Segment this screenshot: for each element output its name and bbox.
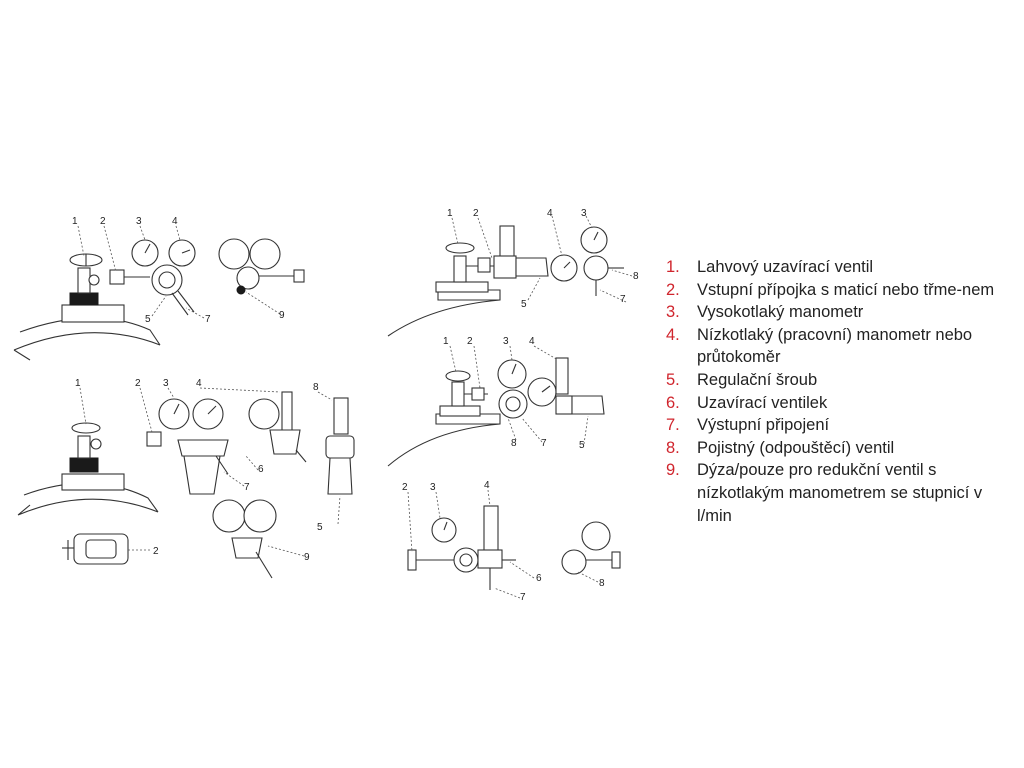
legend-item: 7. Výstupní připojení: [666, 414, 1016, 437]
legend-item: 1. Lahvový uzavírací ventil: [666, 256, 1016, 279]
callout-label: 8: [511, 438, 517, 449]
legend-item: 6. Uzavírací ventilek: [666, 392, 1016, 415]
callout-label: 5: [317, 522, 323, 533]
legend-text: Vstupní přípojka s maticí nebo třme-nem: [697, 280, 995, 299]
callout-label: 8: [599, 578, 605, 589]
callout-label: 8: [633, 271, 639, 282]
callout-label: 8: [313, 382, 319, 393]
callout-label: 3: [581, 208, 587, 219]
callout-label: 3: [430, 482, 436, 493]
legend-number: 7.: [666, 416, 680, 435]
callout-label: 2: [467, 336, 473, 347]
callout-label: 5: [521, 299, 527, 310]
figure-cylinder-regulator-c: 1 2 4 3 8 5 7: [387, 208, 639, 337]
callout-label: 6: [258, 464, 264, 475]
legend-item: 9. Dýza/pouze pro redukční ventil s nízko…: [666, 459, 1016, 527]
callout-label: 1: [443, 336, 449, 347]
callout-label: 5: [579, 440, 585, 451]
callout-label: 7: [205, 314, 211, 325]
figure-regulator-e: 2 3 4 6 7 8: [402, 480, 621, 603]
legend-item: 8. Pojistný (odpouštěcí) ventil: [666, 437, 1016, 460]
legend-number: 6.: [666, 393, 680, 412]
callout-label: 3: [503, 336, 509, 347]
legend-item: 2. Vstupní přípojka s maticí nebo třme-ne…: [666, 279, 1016, 302]
callout-label: 7: [520, 592, 526, 603]
callout-label: 2: [135, 378, 141, 389]
legend-number: 1.: [666, 258, 680, 276]
callout-label: 4: [484, 480, 490, 491]
legend-number: 4.: [666, 325, 680, 344]
callout-label: 9: [279, 310, 285, 321]
legend-text: Uzavírací ventilek: [697, 393, 828, 412]
callout-label: 7: [244, 482, 250, 493]
callout-label: 3: [136, 216, 142, 227]
callout-label: 2: [100, 216, 106, 227]
legend-number: 9.: [666, 461, 680, 480]
callout-label: 7: [541, 438, 547, 449]
callout-label: 4: [172, 216, 178, 227]
legend-text: Výstupní připojení: [697, 416, 830, 435]
callout-label: 1: [75, 378, 81, 389]
callout-label: 1: [72, 216, 78, 227]
parts-legend: 1. Lahvový uzavírací ventil 2. Vstupní pří…: [666, 256, 1016, 527]
legend-number: 5.: [666, 370, 680, 389]
legend-number: 3.: [666, 303, 680, 322]
legend-item: 5. Regulační šroub: [666, 369, 1016, 392]
legend-text: Nízkotlaký (pracovní) manometr nebo průt…: [697, 325, 973, 367]
callout-label: 4: [196, 378, 202, 389]
callout-label: 2: [153, 546, 159, 557]
figure-cylinder-regulator-b: 1 2 3 4 6 7 8 5 9 2: [17, 378, 355, 579]
callout-label: 7: [620, 294, 626, 305]
legend-text: Dýza/pouze pro redukční ventil s nízkotl…: [697, 461, 983, 525]
figure-cylinder-regulator-d: 1 2 3 4 8 7 5: [387, 336, 605, 467]
callout-label: 4: [547, 208, 553, 219]
legend-text: Pojistný (odpouštěcí) ventil: [697, 438, 895, 457]
legend-number: 8.: [666, 438, 680, 457]
figure-cylinder-regulator-a: 1 2 3 4 5 7 9: [13, 216, 305, 361]
callout-label: 9: [304, 552, 310, 563]
callout-label: 6: [536, 573, 542, 584]
legend-item: 4. Nízkotlaký (pracovní) manometr nebo pr…: [666, 324, 1016, 369]
callout-label: 1: [447, 208, 453, 219]
legend-item: 3. Vysokotlaký manometr: [666, 301, 1016, 324]
legend-text: Lahvový uzavírací ventil: [697, 258, 874, 276]
legend-text: Vysokotlaký manometr: [697, 303, 864, 322]
callout-label: 3: [163, 378, 169, 389]
legend-text: Regulační šroub: [697, 370, 818, 389]
callout-label: 5: [145, 314, 151, 325]
callout-label: 2: [473, 208, 479, 219]
callout-label: 2: [402, 482, 408, 493]
legend-number: 2.: [666, 280, 680, 299]
callout-label: 4: [529, 336, 535, 347]
